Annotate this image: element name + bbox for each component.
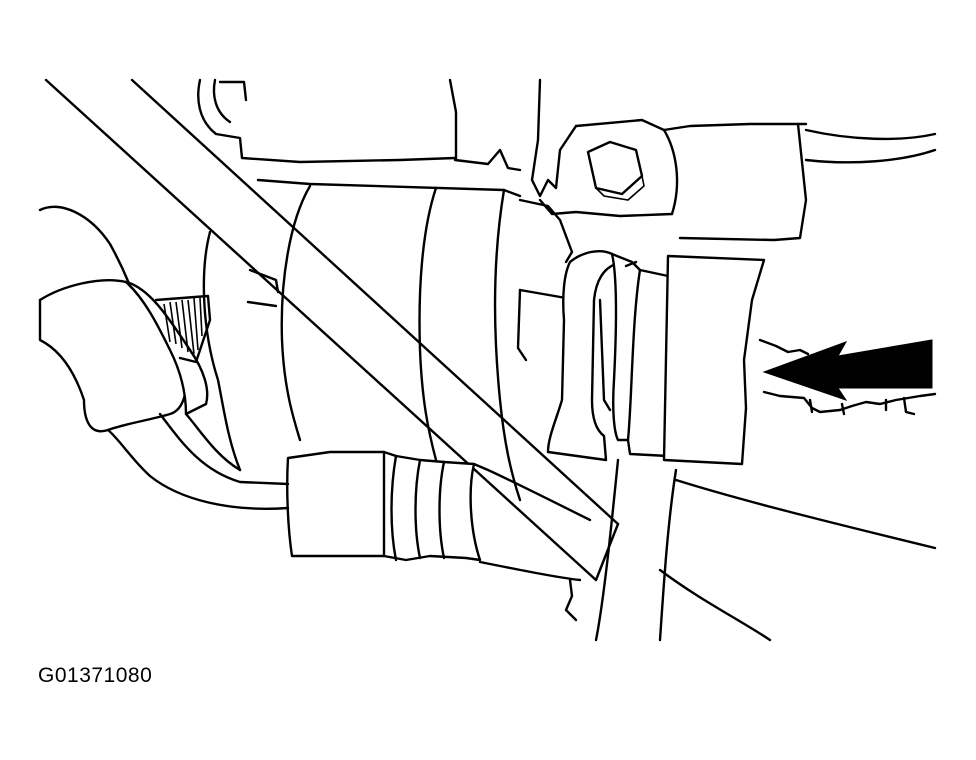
arrow-left-icon xyxy=(762,339,933,401)
hex-bolt xyxy=(586,140,645,201)
vertical-tube xyxy=(594,458,937,642)
upper-bracket xyxy=(197,78,937,242)
left-hose-assembly xyxy=(38,205,290,510)
connector-plug xyxy=(546,250,766,466)
diagonal-rod xyxy=(44,78,620,582)
harness-lead xyxy=(758,338,937,416)
lower-hose xyxy=(286,450,592,622)
main-body xyxy=(202,178,574,502)
figure-code: G01371080 xyxy=(38,664,153,687)
gear-teeth xyxy=(154,294,212,364)
